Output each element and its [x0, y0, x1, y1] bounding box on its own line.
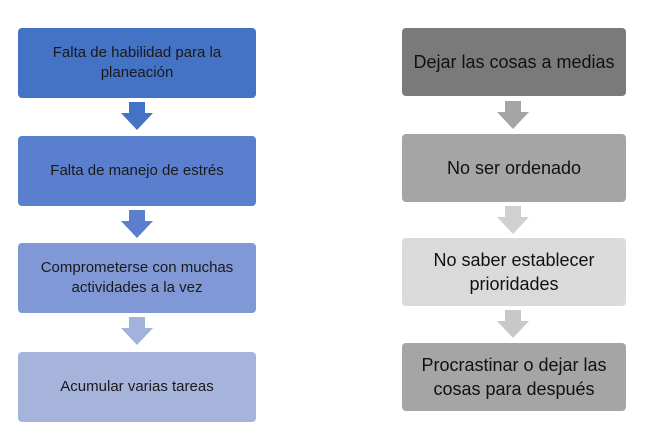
left-step-3: Comprometerse con muchas actividades a l… [18, 243, 256, 313]
left-step-2-label: Falta de manejo de estrés [50, 161, 224, 179]
right-step-1-label: Dejar las cosas a medias [413, 51, 615, 72]
right-step-4-label: Procrastinar o dejar las cosas para desp… [421, 354, 607, 399]
right-arrow-3-icon [497, 310, 529, 338]
right-step-4: Procrastinar o dejar las cosas para desp… [402, 343, 626, 411]
left-step-1: Falta de habilidad para la planeación [18, 28, 256, 98]
left-step-2: Falta de manejo de estrés [18, 136, 256, 206]
right-step-2-label: No ser ordenado [446, 157, 582, 178]
left-step-1-label: Falta de habilidad para la planeación [52, 43, 222, 81]
left-step-4: Acumular varias tareas [18, 352, 256, 422]
right-step-2: No ser ordenado [402, 134, 626, 202]
right-arrow-1-icon [497, 101, 529, 129]
left-arrow-3-icon [121, 317, 153, 345]
left-step-3-label: Comprometerse con muchas actividades a l… [40, 258, 234, 296]
right-step-3: No saber establecer prioridades [402, 238, 626, 306]
left-arrow-2-icon [121, 210, 153, 238]
left-step-4-label: Acumular varias tareas [60, 377, 214, 395]
right-step-1: Dejar las cosas a medias [402, 28, 626, 96]
right-arrow-2-icon [497, 206, 529, 234]
right-step-3-label: No saber establecer prioridades [433, 249, 595, 294]
left-arrow-1-icon [121, 102, 153, 130]
